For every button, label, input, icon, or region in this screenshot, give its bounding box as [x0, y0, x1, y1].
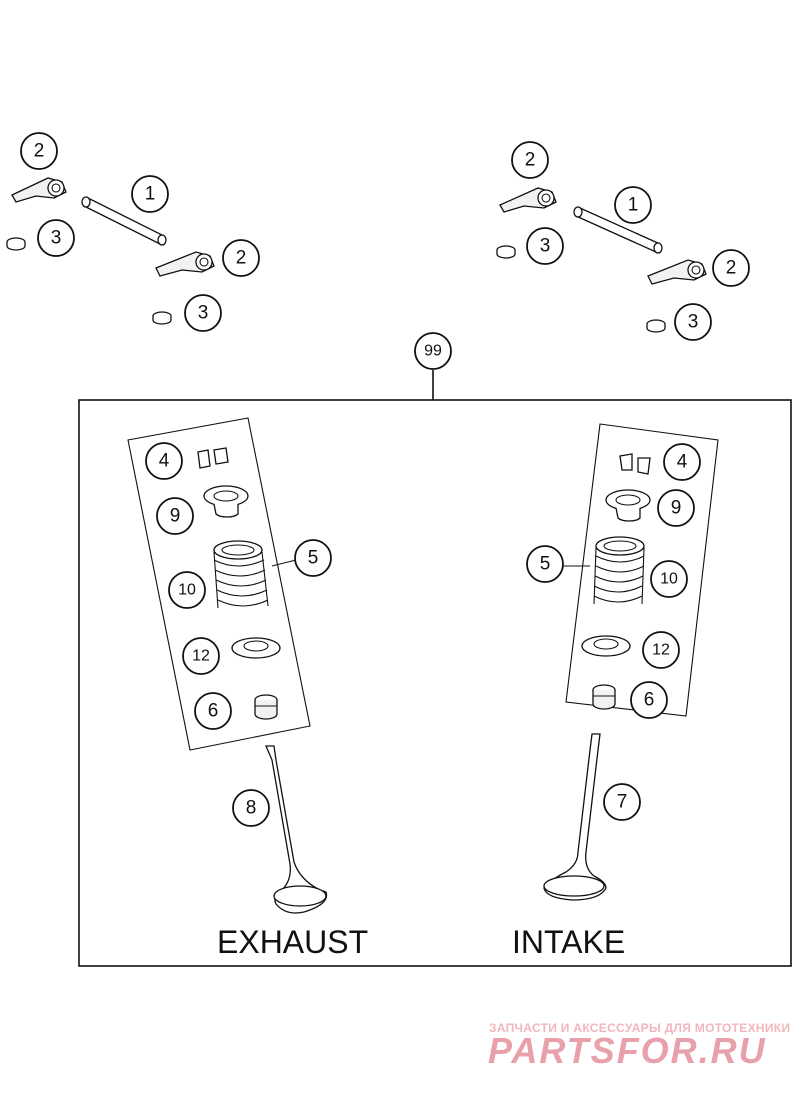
watermark-tagline: ЗАПЧАСТИ И АКСЕССУАРЫ ДЛЯ МОТОТЕХНИКИ [489, 1021, 790, 1035]
exhaust-spring-retainer [203, 485, 249, 518]
exhaust-valve-keepers [197, 447, 229, 469]
callout-label: 12 [192, 648, 210, 665]
exhaust-valve [265, 745, 328, 914]
callout-2-left-lower: 2 [222, 239, 260, 277]
rocker-arm-right-upper [499, 187, 557, 213]
callout-9-exhaust: 9 [156, 497, 194, 535]
callout-99-kit: 99 [414, 332, 452, 370]
kit-frame [78, 399, 792, 967]
callout-5-exhaust: 5 [294, 539, 332, 577]
rocker-pad-left-1 [6, 237, 26, 251]
rocker-arm-left-lower [155, 251, 215, 277]
callout-label: 9 [170, 506, 181, 527]
callout-9-intake: 9 [657, 489, 695, 527]
callout-label: 2 [34, 141, 45, 162]
intake-kit-panel [565, 423, 719, 717]
callout-label: 2 [726, 258, 737, 279]
rocker-group-left [6, 177, 215, 325]
callout-3-right-upper: 3 [526, 227, 564, 265]
callout-label: 99 [424, 343, 442, 360]
intake-spring-retainer [605, 489, 651, 522]
rocker-arm-left-upper [11, 177, 67, 203]
rocker-arm-right-lower [647, 259, 707, 285]
rocker-shaft-left [81, 196, 167, 246]
callout-2-right-upper: 2 [511, 141, 549, 179]
callout-5-intake: 5 [526, 545, 564, 583]
rocker-shaft-right [573, 206, 663, 254]
callout-label: 3 [688, 312, 699, 333]
intake-valve-stem-seal [592, 684, 616, 710]
callout-10-exhaust: 10 [168, 571, 206, 609]
callout-label: 4 [677, 452, 688, 473]
callout-12-exhaust: 12 [182, 637, 220, 675]
exhaust-spring-seat [231, 637, 281, 659]
callout-label: 12 [652, 642, 670, 659]
watermark-brand: PARTSFOR.RU [488, 1030, 767, 1071]
exhaust-label: EXHAUST [217, 924, 368, 960]
callout-label: 10 [660, 571, 678, 588]
callout-12-intake: 12 [642, 631, 680, 669]
rocker-pad-right-2 [646, 319, 666, 333]
callout-label: 5 [308, 548, 319, 569]
callout-3-right-lower: 3 [674, 303, 712, 341]
callout-4-intake: 4 [663, 443, 701, 481]
callout-10-intake: 10 [650, 560, 688, 598]
rocker-pad-left-2 [152, 311, 172, 325]
callout-label: 2 [525, 150, 536, 171]
callout-label: 5 [540, 554, 551, 575]
callout-6-intake: 6 [630, 681, 668, 719]
callout-2-left-upper: 2 [20, 132, 58, 170]
callout-label: 1 [145, 184, 156, 205]
callout-8-exhaust: 8 [232, 789, 270, 827]
callout-label: 6 [208, 701, 219, 722]
callout-label: 3 [540, 236, 551, 257]
callout-label: 8 [246, 798, 257, 819]
rocker-group-right [496, 187, 707, 333]
exhaust-valve-spring [213, 540, 269, 609]
callout-label: 1 [628, 195, 639, 216]
callout-6-exhaust: 6 [194, 692, 232, 730]
callout-1-left: 1 [131, 175, 169, 213]
rocker-pad-right-1 [496, 245, 516, 259]
leader-ex5 [271, 559, 297, 567]
callout-2-right-lower: 2 [712, 249, 750, 287]
callout-7-intake: 7 [603, 783, 641, 821]
intake-spring-seat [581, 635, 631, 657]
callout-label: 7 [617, 792, 628, 813]
intake-valve [543, 733, 607, 901]
exhaust-valve-stem-seal [254, 694, 278, 720]
intake-label: INTAKE [512, 924, 625, 960]
callout-label: 6 [644, 690, 655, 711]
callout-label: 4 [159, 451, 170, 472]
intake-valve-keepers [619, 453, 651, 475]
intake-valve-spring [593, 536, 645, 605]
callout-3-left-lower: 3 [184, 294, 222, 332]
callout-3-left-upper: 3 [37, 219, 75, 257]
callout-label: 9 [671, 498, 682, 519]
callout-label: 3 [198, 303, 209, 324]
exhaust-kit-panel [127, 417, 311, 751]
callout-label: 2 [236, 248, 247, 269]
callout-label: 10 [178, 582, 196, 599]
callout-label: 3 [51, 228, 62, 249]
callout-1-right: 1 [614, 186, 652, 224]
callout-4-exhaust: 4 [145, 442, 183, 480]
